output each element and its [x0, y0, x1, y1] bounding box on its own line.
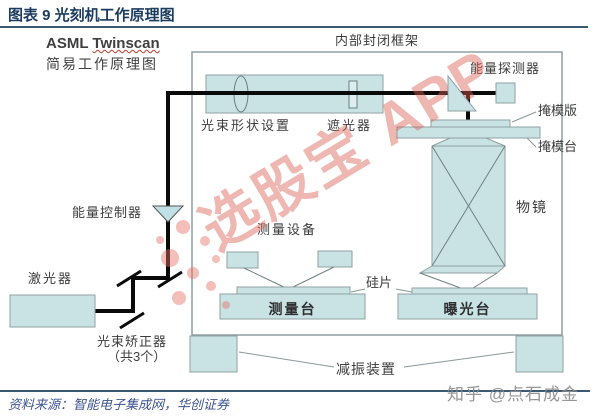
header-rule [0, 26, 588, 28]
detector-prism [447, 74, 478, 112]
laser-box [9, 294, 96, 328]
energy-controller-funnel [151, 205, 185, 223]
measure-ray-left [243, 267, 289, 290]
diagram-subtitle-line2: 简易工作原理图 [46, 56, 158, 72]
mask-label: 掩模版 [538, 103, 578, 118]
mask-stage-label: 掩模台 [538, 139, 578, 154]
mirror-icon-1 [119, 311, 145, 330]
energy-detector-label: 能量探测器 [470, 61, 541, 76]
measure-device-box-right [317, 250, 353, 268]
figure-title: 图表 9 光刻机工作原理图 [8, 7, 175, 24]
wafer-leader-right [395, 288, 413, 293]
detector-sensor-box [495, 82, 516, 104]
focus-cone-left [419, 272, 467, 291]
damper-label: 减振装置 [336, 361, 396, 377]
wafer-bar-measure [236, 286, 351, 295]
measure-ray-right [288, 266, 335, 290]
damper-block-left [189, 335, 238, 373]
mask-leader-line [511, 111, 537, 123]
energy-controller-label: 能量控制器 [72, 205, 143, 220]
measure-device-label: 测量设备 [257, 222, 318, 237]
laser-beam-path [95, 91, 497, 313]
objective-top-cap [431, 137, 506, 147]
damper-leader-left [238, 351, 335, 368]
mirror-icon-2 [116, 269, 142, 288]
frame-label: 内部封闭框架 [334, 33, 419, 48]
damper-leader-right [403, 351, 515, 368]
objective-label: 物镜 [516, 199, 548, 215]
enclosure-frame [191, 51, 563, 336]
asml-brand: ASML [46, 35, 93, 52]
footer-rule [0, 390, 590, 392]
exposure-stage-box [397, 293, 538, 320]
beam-shaping-label: 光束形状设置 [201, 118, 292, 133]
mask-stage-leader-line [526, 137, 537, 148]
exposure-stage-label: 曝光台 [443, 301, 492, 317]
focus-cone-right [469, 272, 498, 291]
beam-corrector-count-label: （共3个） [107, 349, 167, 364]
objective-cross-2 [431, 145, 506, 267]
wafer-label: 硅片 [366, 275, 393, 290]
damper-block-right [515, 335, 564, 373]
wafer-leader-left [350, 288, 366, 293]
objective-bottom-cap [418, 265, 507, 274]
laser-label: 激光器 [28, 271, 74, 286]
source-note: 资料来源：智能电子集成网，华创证券 [8, 397, 230, 412]
beam-corrector-label: 光束矫正器 [97, 334, 168, 349]
mask-stage-bar [396, 126, 541, 139]
measure-stage-label: 测量台 [268, 301, 317, 317]
diagram-subtitle: ASML Twinscan [46, 35, 160, 52]
shutter-label: 遮光器 [327, 118, 373, 133]
measure-device-box-left [226, 251, 259, 269]
mask-bar [430, 119, 511, 128]
asml-model: Twinscan [92, 35, 160, 52]
wafer-bar-exposure [411, 287, 528, 295]
measure-stage-box [219, 293, 366, 320]
mirror-icon-3 [157, 270, 183, 289]
